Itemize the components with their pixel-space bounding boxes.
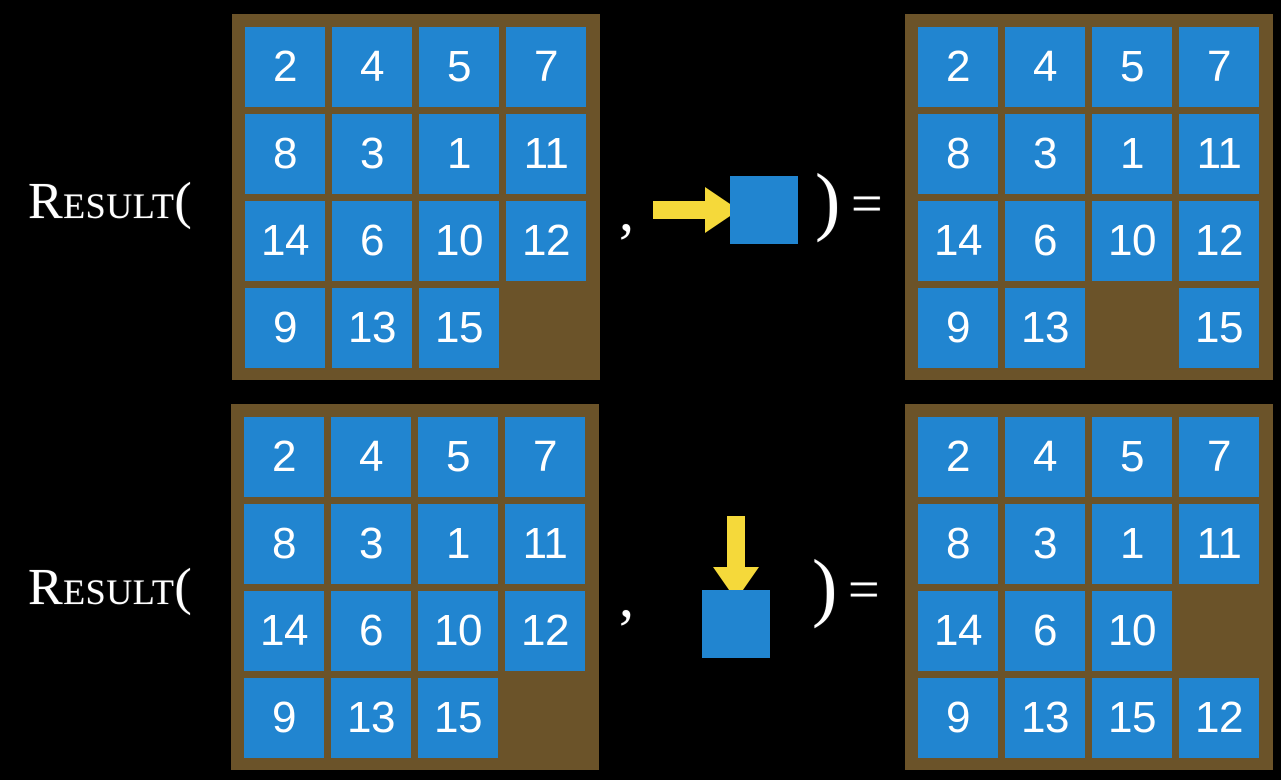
puzzle-tile[interactable]: 10 bbox=[419, 201, 499, 281]
puzzle-tile[interactable]: 4 bbox=[1005, 27, 1085, 107]
puzzle-tile[interactable]: 6 bbox=[1005, 201, 1085, 281]
puzzle-tile[interactable]: 12 bbox=[505, 591, 585, 671]
puzzle-tile[interactable]: 1 bbox=[1092, 504, 1172, 584]
puzzle-tile[interactable]: 5 bbox=[419, 27, 499, 107]
action-tile-row-1 bbox=[730, 176, 798, 244]
puzzle-tile[interactable]: 6 bbox=[1005, 591, 1085, 671]
puzzle-tile[interactable]: 7 bbox=[505, 417, 585, 497]
puzzle-tile[interactable]: 9 bbox=[918, 288, 998, 368]
puzzle-tile[interactable]: 11 bbox=[505, 504, 585, 584]
puzzle-tile[interactable]: 12 bbox=[506, 201, 586, 281]
puzzle-tile[interactable]: 14 bbox=[918, 201, 998, 281]
puzzle-tile[interactable]: 13 bbox=[1005, 288, 1085, 368]
puzzle-tile[interactable]: 15 bbox=[1092, 678, 1172, 758]
puzzle-tile[interactable]: 13 bbox=[331, 678, 411, 758]
puzzle-tile[interactable]: 14 bbox=[244, 591, 324, 671]
puzzle-tile[interactable]: 8 bbox=[918, 504, 998, 584]
puzzle-tile[interactable]: 12 bbox=[1179, 678, 1259, 758]
puzzle-tile[interactable]: 8 bbox=[918, 114, 998, 194]
puzzle-blank-cell bbox=[1092, 288, 1172, 368]
puzzle-tile[interactable]: 9 bbox=[245, 288, 325, 368]
puzzle-tile[interactable]: 4 bbox=[331, 417, 411, 497]
action-tile-row-2 bbox=[702, 590, 770, 658]
puzzle-tile[interactable]: 2 bbox=[918, 27, 998, 107]
puzzle-tile[interactable]: 9 bbox=[918, 678, 998, 758]
puzzle-tile[interactable]: 1 bbox=[419, 114, 499, 194]
puzzle-tile[interactable]: 15 bbox=[418, 678, 498, 758]
puzzle-blank-cell bbox=[506, 288, 586, 368]
puzzle-tile[interactable]: 4 bbox=[332, 27, 412, 107]
puzzle-tile[interactable]: 15 bbox=[419, 288, 499, 368]
result-label-row-1: Result( bbox=[28, 173, 193, 230]
arrow-right-icon bbox=[653, 187, 739, 233]
puzzle-tile[interactable]: 14 bbox=[918, 591, 998, 671]
puzzle-tile[interactable]: 11 bbox=[506, 114, 586, 194]
puzzle-tile[interactable]: 1 bbox=[418, 504, 498, 584]
result-label-row-2: Result( bbox=[28, 559, 193, 616]
close-paren-row-1: ) bbox=[815, 159, 841, 243]
puzzle-tile[interactable]: 8 bbox=[244, 504, 324, 584]
puzzle-tile[interactable]: 15 bbox=[1179, 288, 1259, 368]
puzzle-tile[interactable]: 14 bbox=[245, 201, 325, 281]
puzzle-blank-cell bbox=[505, 678, 585, 758]
puzzle-tile[interactable]: 7 bbox=[506, 27, 586, 107]
puzzle-tile[interactable]: 5 bbox=[418, 417, 498, 497]
puzzle-tile[interactable]: 2 bbox=[245, 27, 325, 107]
puzzle-tile[interactable]: 10 bbox=[1092, 201, 1172, 281]
puzzle-tile[interactable]: 11 bbox=[1179, 504, 1259, 584]
puzzle-tile[interactable]: 13 bbox=[1005, 678, 1085, 758]
puzzle-tile[interactable]: 11 bbox=[1179, 114, 1259, 194]
puzzle-tile[interactable]: 3 bbox=[331, 504, 411, 584]
equals-row-2: = bbox=[848, 559, 880, 621]
comma-row-1: , bbox=[619, 177, 634, 243]
puzzle-tile[interactable]: 5 bbox=[1092, 417, 1172, 497]
puzzle-tile[interactable]: 4 bbox=[1005, 417, 1085, 497]
puzzle-tile[interactable]: 5 bbox=[1092, 27, 1172, 107]
puzzle-tile[interactable]: 12 bbox=[1179, 201, 1259, 281]
puzzle-tile[interactable]: 6 bbox=[331, 591, 411, 671]
arrow-down-icon bbox=[713, 516, 759, 600]
puzzle-tile[interactable]: 8 bbox=[245, 114, 325, 194]
puzzle-blank-cell bbox=[1179, 591, 1259, 671]
puzzle-tile[interactable]: 6 bbox=[332, 201, 412, 281]
puzzle-tile[interactable]: 9 bbox=[244, 678, 324, 758]
puzzle-tile[interactable]: 10 bbox=[418, 591, 498, 671]
puzzle-tile[interactable]: 3 bbox=[1005, 114, 1085, 194]
puzzle-tile[interactable]: 7 bbox=[1179, 417, 1259, 497]
puzzle-tile[interactable]: 3 bbox=[1005, 504, 1085, 584]
equals-row-1: = bbox=[851, 173, 883, 235]
close-paren-row-2: ) bbox=[812, 545, 838, 629]
puzzle-tile[interactable]: 2 bbox=[918, 417, 998, 497]
comma-row-2: , bbox=[619, 563, 634, 629]
puzzle-tile[interactable]: 7 bbox=[1179, 27, 1259, 107]
puzzle-tile[interactable]: 2 bbox=[244, 417, 324, 497]
puzzle-tile[interactable]: 3 bbox=[332, 114, 412, 194]
puzzle-tile[interactable]: 13 bbox=[332, 288, 412, 368]
puzzle-tile[interactable]: 1 bbox=[1092, 114, 1172, 194]
puzzle-tile[interactable]: 10 bbox=[1092, 591, 1172, 671]
